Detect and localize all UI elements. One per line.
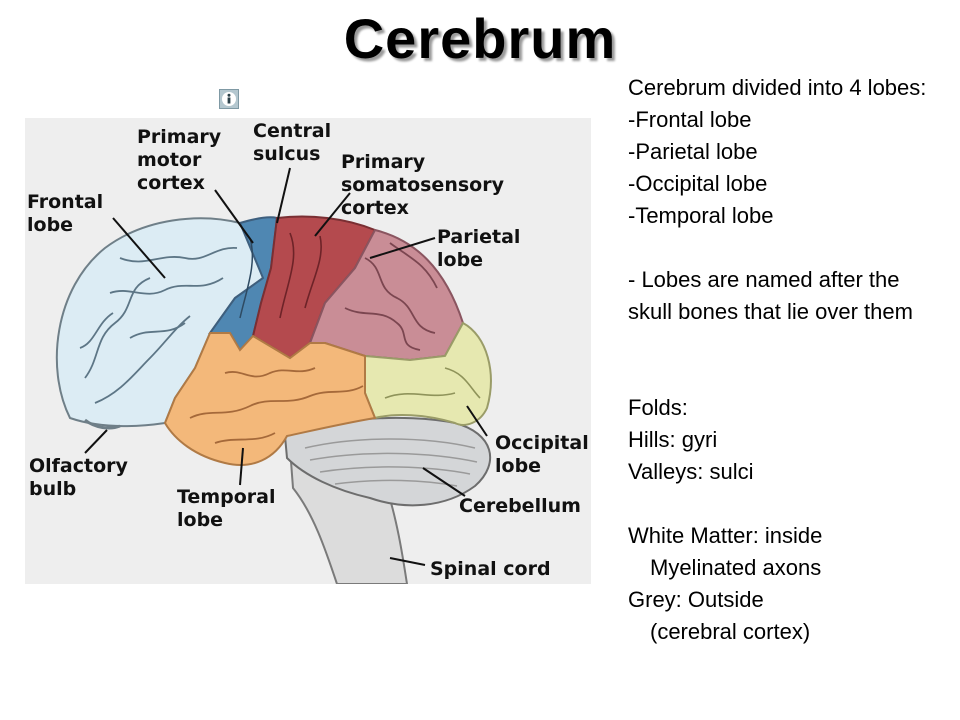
occipital-lobe-shape [364,321,492,426]
occipital-gyri [384,367,481,399]
somatosensory-gyri [279,232,322,319]
pointer-lines [84,167,488,566]
frontal-gyri [79,247,238,404]
note-line: - Lobes are named after the skull bones … [628,267,913,324]
label-cerebellum: Cerebellum [459,495,581,517]
note-line: -Temporal lobe [628,203,774,228]
page-title: Cerebrum [343,7,617,70]
note-line: Valleys: sulci [628,459,754,484]
label-primary-somatosensory-cortex: Primary somatosensory cortex [341,151,504,219]
note-line: -Occipital lobe [628,171,768,196]
motor-gyri [239,237,254,319]
notes-panel: Cerebrum divided into 4 lobes: -Frontal l… [628,72,948,648]
note-line: Myelinated axons [650,555,822,580]
note-line: (cerebral cortex) [650,619,811,644]
note-line [628,232,948,264]
note-line: Hills: gyri [628,427,718,452]
label-primary-motor-cortex: Primary motor cortex [137,126,222,194]
label-spinal-cord: Spinal cord [430,558,551,580]
note-line [628,360,948,392]
label-temporal-lobe: Temporal lobe [177,486,276,531]
parietal-gyri [344,242,438,351]
note-line: -Parietal lobe [628,139,758,164]
note-line [628,328,948,360]
frontal-lobe-shape [55,217,265,428]
note-line [628,488,948,520]
label-central-sulcus: Central sulcus [253,120,332,165]
temporal-lobe-shape [163,332,377,466]
note-line: Grey: Outside [628,587,764,612]
note-line: Cerebrum divided into 4 lobes: [628,75,927,100]
brain-illustration [55,167,492,584]
note-line: White Matter: inside [628,523,823,548]
info-icon[interactable] [219,89,239,109]
temporal-gyri [189,367,364,444]
label-frontal-lobe: Frontal lobe [27,191,104,236]
note-line: Folds: [628,395,688,420]
note-line: -Frontal lobe [628,107,752,132]
brain-diagram: Primary motor cortex Central sulcus Prim… [25,118,591,584]
label-olfactory-bulb: Olfactory bulb [29,455,128,500]
label-occipital-lobe: Occipital lobe [495,432,589,477]
olfactory-bulb-shape [84,418,121,430]
label-parietal-lobe: Parietal lobe [437,226,521,271]
